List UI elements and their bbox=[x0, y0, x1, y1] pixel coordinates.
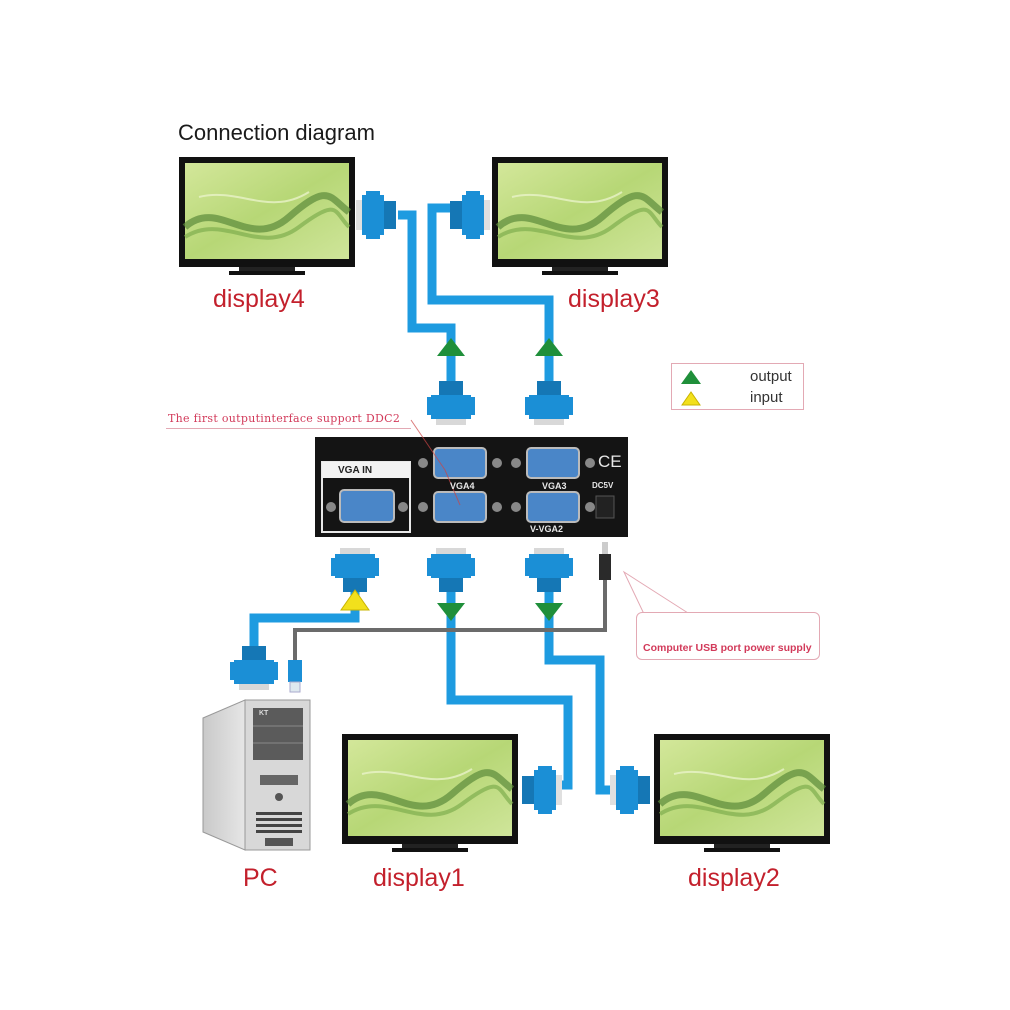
cable-display3 bbox=[427, 203, 554, 390]
legend-item-output: output bbox=[672, 367, 803, 387]
vga2-port bbox=[526, 491, 580, 523]
display4-monitor bbox=[179, 157, 355, 275]
legend-label: input bbox=[750, 389, 783, 406]
pc-tower bbox=[202, 699, 311, 851]
usb-plug bbox=[288, 660, 302, 682]
green-triangle-icon bbox=[681, 370, 701, 384]
vga4-label: VGA4 bbox=[450, 481, 475, 491]
cable-display2 bbox=[544, 590, 620, 795]
dc-plug bbox=[602, 542, 608, 554]
usb-power-cable bbox=[293, 580, 607, 660]
yellow-triangle-icon bbox=[681, 391, 701, 406]
ce-mark: CE bbox=[598, 452, 622, 471]
vga1-port bbox=[433, 491, 487, 523]
callout-pointer bbox=[622, 570, 689, 615]
output-arrow-icon bbox=[437, 338, 465, 356]
power-callout: Computer USB port power supply bbox=[636, 612, 820, 660]
output-arrow-icon bbox=[535, 603, 563, 621]
legend-label: output bbox=[750, 368, 792, 385]
display1-label: display1 bbox=[373, 864, 465, 892]
display1-monitor bbox=[342, 734, 518, 852]
dc5v-label: DC5V bbox=[592, 481, 614, 490]
vga-in-cable-plug bbox=[331, 548, 379, 592]
power-callout-text: Computer USB port power supply bbox=[643, 642, 812, 654]
vga-in-port bbox=[339, 489, 395, 523]
legend-item-input: input bbox=[672, 388, 803, 408]
vga2-label: V-VGA2 bbox=[530, 524, 564, 534]
display1-cable-plug bbox=[427, 548, 475, 592]
display1-vga-plug bbox=[522, 766, 562, 814]
pc-vga-plug bbox=[230, 646, 278, 690]
output-arrow-icon bbox=[437, 603, 465, 621]
output-arrow-icon bbox=[535, 338, 563, 356]
display3-label: display3 bbox=[568, 285, 660, 313]
dc5v-jack bbox=[595, 495, 615, 519]
display2-vga-plug bbox=[610, 766, 650, 814]
display3-vga-plug bbox=[450, 191, 490, 239]
cable-pc-vga bbox=[249, 592, 360, 655]
display3-monitor bbox=[492, 157, 668, 275]
display4-vga-plug bbox=[356, 191, 396, 239]
display2-cable-plug bbox=[525, 548, 573, 592]
vga4-cable-plug bbox=[427, 381, 475, 425]
display4-label: display4 bbox=[213, 285, 305, 313]
ddc2-underline bbox=[166, 428, 411, 429]
input-arrow-icon bbox=[340, 589, 370, 611]
display2-monitor bbox=[654, 734, 830, 852]
vga-in-label: VGA IN bbox=[338, 465, 373, 476]
vga3-label: VGA3 bbox=[542, 481, 567, 491]
diagram-title: Connection diagram bbox=[178, 120, 375, 145]
display2-label: display2 bbox=[688, 864, 780, 892]
vga-splitter-box bbox=[315, 419, 628, 537]
ddc2-note: The first outputinterface support DDC2 bbox=[168, 412, 401, 425]
vga3-port bbox=[526, 447, 580, 479]
vga4-port bbox=[433, 447, 487, 479]
pc-label: PC bbox=[243, 864, 278, 892]
pc-badge: KT bbox=[259, 710, 269, 717]
vga3-cable-plug bbox=[525, 381, 573, 425]
legend: output input bbox=[671, 363, 804, 410]
